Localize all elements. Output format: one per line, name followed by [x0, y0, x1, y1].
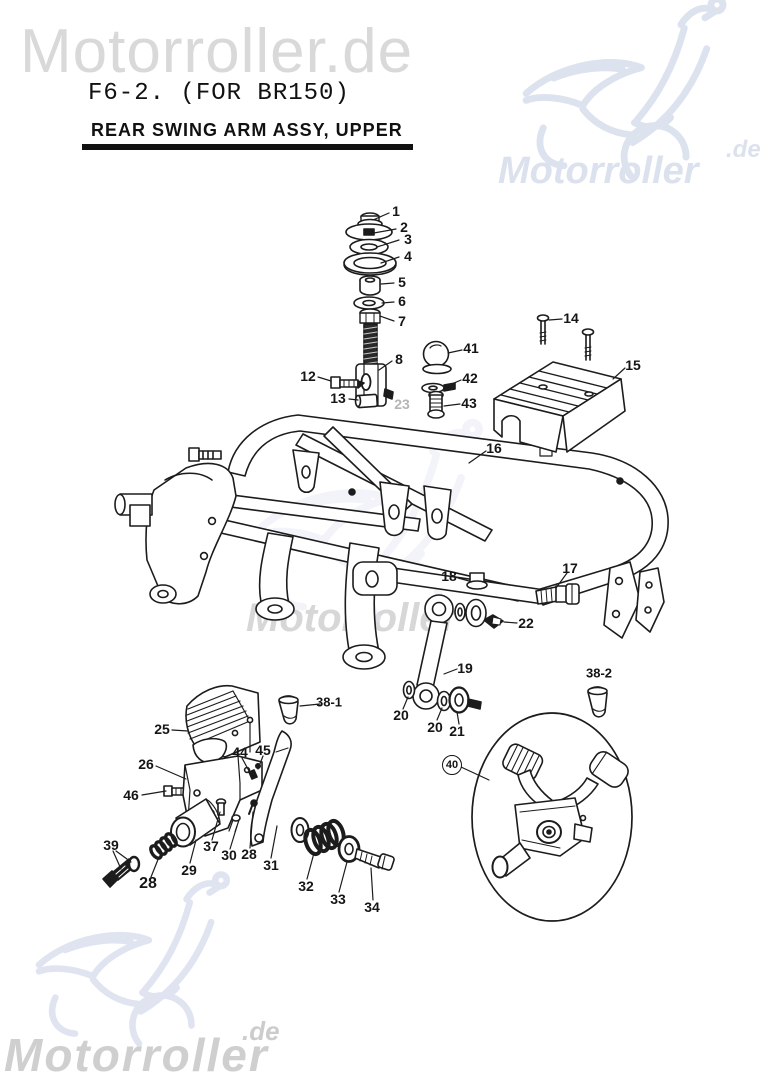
- part-label-39: 39: [103, 837, 119, 853]
- part-label-8: 8: [395, 351, 403, 367]
- part-43-bolt: [427, 390, 445, 419]
- part-label-42: 42: [462, 370, 478, 386]
- watermark-right-domain: .de: [726, 136, 761, 163]
- part-label-4: 4: [404, 248, 412, 264]
- part-label-7: 7: [398, 313, 406, 329]
- part-40-detail-circle: [471, 712, 633, 922]
- part-label-18: 18: [441, 568, 457, 584]
- part-6-washer: [353, 296, 385, 310]
- part-13-spacer: [354, 393, 379, 409]
- part-label-29: 29: [181, 862, 197, 878]
- part-18-nut: [466, 572, 488, 590]
- part-7-nut: [359, 308, 381, 324]
- part-38-2-cap: [587, 686, 608, 718]
- part-label-20: 20: [427, 719, 443, 735]
- part-5-spacer: [359, 275, 381, 296]
- part-37-pin: [215, 798, 227, 816]
- part-label-43: 43: [461, 395, 477, 411]
- part-label-6: 6: [398, 293, 406, 309]
- part-label-32: 32: [298, 878, 314, 894]
- part-label-37: 37: [203, 838, 219, 854]
- part-label-30: 30: [221, 847, 237, 863]
- part-label-12: 12: [300, 368, 316, 384]
- part-14-bolts: [536, 314, 595, 361]
- watermark-top-text: Motorroller.de: [20, 17, 414, 86]
- part-label-38-2: 38-2: [585, 665, 613, 681]
- part-31-lever-arm: [250, 730, 292, 847]
- part-16-swing-arm-frame: [114, 414, 669, 670]
- part-label-46: 46: [123, 787, 139, 803]
- part-label-26: 26: [138, 756, 154, 772]
- part-38-1-cap: [278, 695, 299, 725]
- part-label-44: 44: [232, 744, 248, 760]
- part-2-washer-plate: [345, 223, 393, 241]
- figure-code: F6-2. (FOR BR150): [88, 80, 350, 107]
- title-underline: [82, 144, 413, 150]
- part-label-17: 17: [562, 560, 578, 576]
- part-22-bolt: [483, 614, 504, 629]
- part-label-31: 31: [263, 857, 279, 873]
- part-label-13: 13: [330, 390, 346, 406]
- part-label-40: 40: [442, 755, 462, 775]
- part-label-19: 19: [457, 660, 473, 676]
- part-label-5: 5: [398, 274, 406, 290]
- part-41-ball-knob: [422, 340, 452, 375]
- part-21-washer: [448, 686, 482, 714]
- part-label-23: 23: [394, 396, 410, 412]
- watermark-right-brand: Motorroller: [498, 150, 699, 192]
- part-label-33: 33: [330, 891, 346, 907]
- part-label-28: 28: [139, 875, 157, 892]
- part-label-41: 41: [463, 340, 479, 356]
- part-label-14: 14: [563, 310, 579, 326]
- part-label-16: 16: [486, 440, 502, 456]
- part-15-cover: [493, 361, 626, 457]
- part-4-bushing-washer: [343, 252, 397, 276]
- part-label-22: 22: [518, 615, 534, 631]
- watermark-bottom-domain: .de: [242, 1016, 280, 1046]
- page-title: REAR SWING ARM ASSY, UPPER: [91, 120, 403, 140]
- part-25-finned-block: [185, 684, 261, 764]
- part-28-spring: [149, 832, 178, 860]
- part-label-21: 21: [449, 723, 465, 739]
- part-8-threaded-stud: [363, 323, 378, 367]
- leader-lines: [112, 212, 626, 901]
- part-label-34: 34: [364, 899, 380, 915]
- part-39-bolt-washer: [102, 855, 141, 888]
- part-label-38-1: 38-1: [315, 694, 343, 710]
- part-label-3: 3: [404, 231, 412, 247]
- part-label-2: 2: [400, 219, 408, 235]
- part-label-20: 20: [393, 707, 409, 723]
- part-19-link-rod: [412, 594, 487, 710]
- part-12-bolt: [330, 376, 365, 389]
- part-label-1: 1: [392, 203, 400, 219]
- part-20-washers: [402, 680, 452, 712]
- part-label-45: 45: [255, 742, 271, 758]
- part-label-15: 15: [625, 357, 641, 373]
- part-28-pin-small: [248, 799, 258, 815]
- part-17-bolt: [535, 583, 580, 605]
- part-34-bolt: [354, 848, 395, 871]
- frame-bolt: [188, 447, 222, 462]
- part-label-25: 25: [154, 721, 170, 737]
- part-label-28: 28: [241, 846, 257, 862]
